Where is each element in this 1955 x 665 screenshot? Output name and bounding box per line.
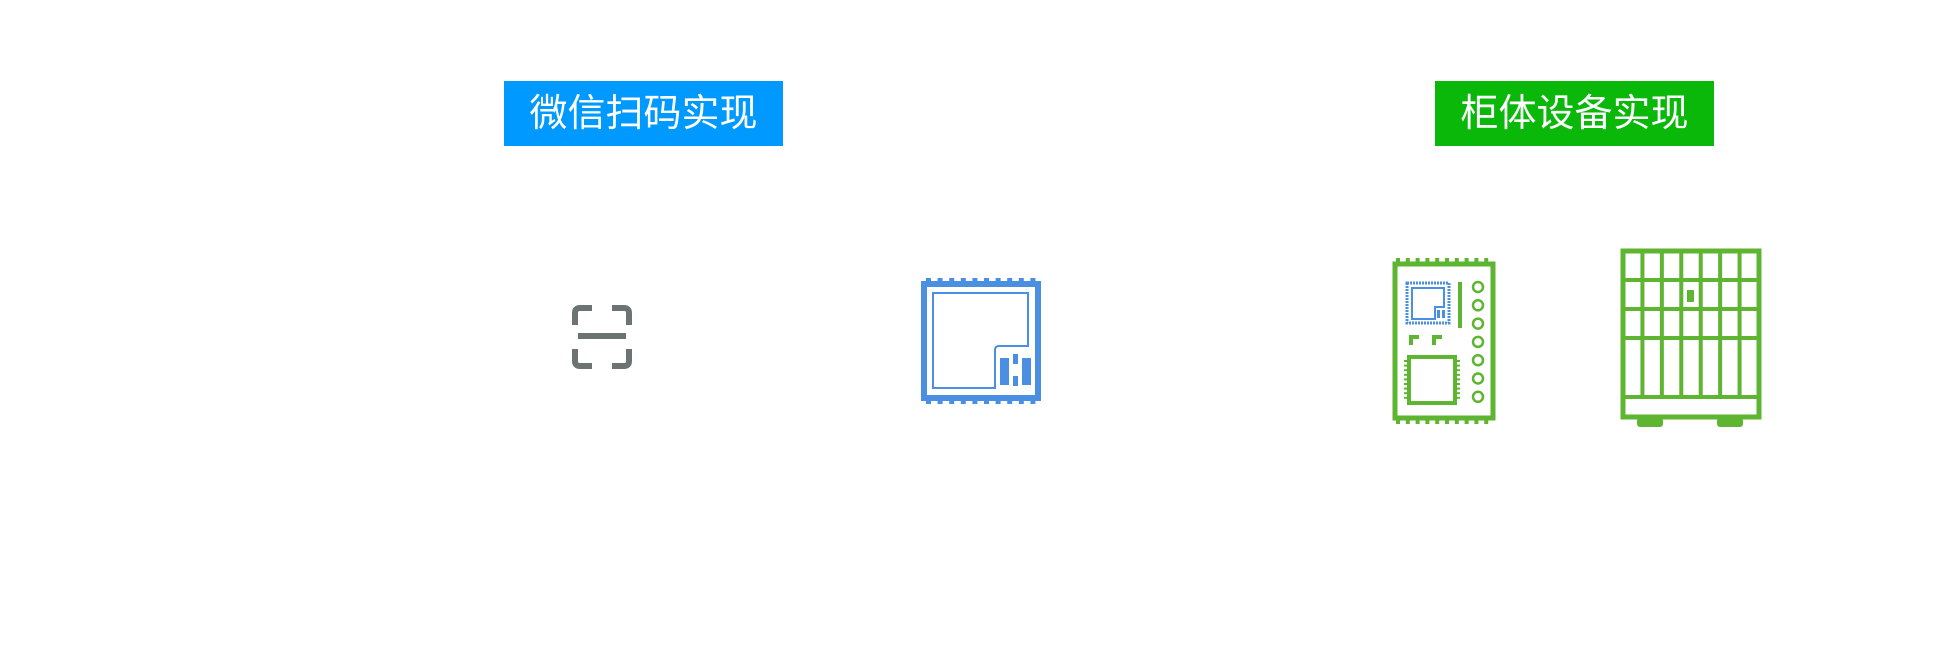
board-pin xyxy=(1405,420,1410,424)
chip-pin xyxy=(1456,373,1460,376)
module-pin xyxy=(995,278,1001,282)
module-pin xyxy=(949,278,955,282)
chip-pin xyxy=(1404,360,1408,362)
module-pin xyxy=(1030,400,1036,404)
circuit-board-icon xyxy=(1392,258,1496,424)
board-pin xyxy=(1415,258,1420,262)
chip-pin xyxy=(1456,378,1460,381)
board-pin xyxy=(1396,258,1400,262)
board-pin xyxy=(1464,420,1469,424)
module-pin xyxy=(937,278,943,282)
module-pin xyxy=(1007,400,1013,404)
board-pin xyxy=(1396,420,1400,424)
chip-pin xyxy=(1404,392,1408,395)
chip-pin xyxy=(1456,360,1460,362)
chip-pin xyxy=(1404,396,1408,399)
indicator-circle xyxy=(1471,335,1485,349)
chip-pin xyxy=(1404,383,1408,385)
indicator-circle xyxy=(1471,353,1485,367)
module-pin xyxy=(972,278,978,282)
indicator-circle xyxy=(1471,317,1485,330)
chip-pin xyxy=(1404,364,1408,367)
module-pin xyxy=(937,400,943,404)
indicator-circle xyxy=(1471,299,1485,312)
board-pin xyxy=(1474,258,1479,262)
module-pin xyxy=(1030,278,1036,282)
module-pin xyxy=(995,400,1001,404)
board-pin xyxy=(1405,258,1410,262)
module-pin xyxy=(926,278,931,282)
board-pin xyxy=(1445,420,1449,424)
module-pin xyxy=(949,400,955,404)
module-pin xyxy=(960,400,966,404)
chip-pin xyxy=(1456,387,1460,390)
module-pin xyxy=(960,278,966,282)
wifi-module-icon xyxy=(921,278,1041,404)
board-pin xyxy=(1445,258,1449,262)
chip-pin xyxy=(1404,369,1408,372)
board-pin xyxy=(1415,420,1420,424)
chip-pin xyxy=(1404,378,1408,381)
chip-pin xyxy=(1404,387,1408,390)
chip-pin xyxy=(1456,383,1460,385)
chip-pin xyxy=(1456,369,1460,372)
chip-pin xyxy=(1456,364,1460,367)
board-pin xyxy=(1425,258,1430,262)
board-pin xyxy=(1454,420,1459,424)
chip-pin xyxy=(1456,396,1460,399)
board-pin xyxy=(1484,420,1489,424)
module-pin xyxy=(972,400,978,404)
chip-pin xyxy=(1404,373,1408,376)
board-pin xyxy=(1435,258,1440,262)
indicator-circle xyxy=(1471,390,1485,404)
wechat-scan-label: 微信扫码实现 xyxy=(504,81,783,146)
module-pin xyxy=(984,278,989,282)
module-pin xyxy=(1018,400,1024,404)
board-pin xyxy=(1484,258,1489,262)
board-pin xyxy=(1435,420,1440,424)
chip-pin xyxy=(1456,392,1460,395)
cabinet-device-label: 柜体设备实现 xyxy=(1435,81,1714,146)
board-pin xyxy=(1464,258,1469,262)
indicator-circle xyxy=(1471,372,1485,385)
indicator-circle xyxy=(1471,280,1485,294)
locker-cabinet-icon xyxy=(1620,248,1762,427)
scan-icon xyxy=(572,305,632,369)
module-pin xyxy=(984,400,989,404)
board-pin xyxy=(1454,258,1459,262)
board-pin xyxy=(1474,420,1479,424)
module-pin xyxy=(1018,278,1024,282)
module-pin xyxy=(1007,278,1013,282)
module-pin xyxy=(926,400,931,404)
board-pin xyxy=(1425,420,1430,424)
